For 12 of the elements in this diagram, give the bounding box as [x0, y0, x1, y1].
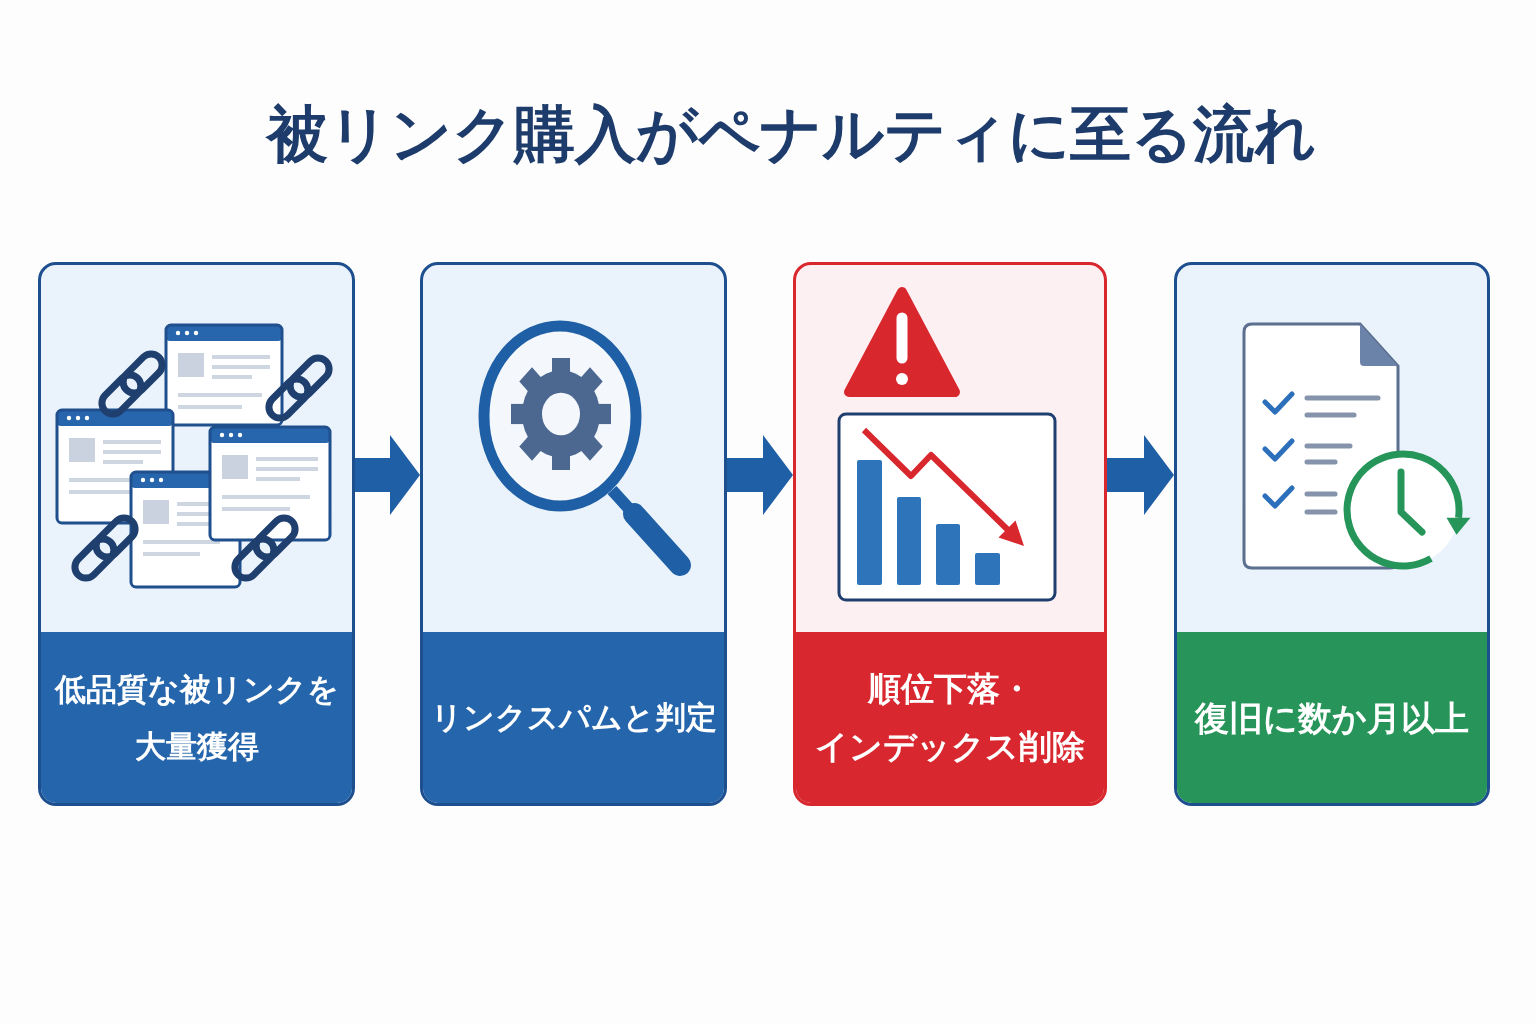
step-card	[38, 262, 355, 806]
arrow	[1107, 435, 1174, 515]
caption-band: リンクスパムと判定	[423, 632, 724, 803]
title: 被リンク購入がペナルティに至る流れ	[264, 97, 1317, 171]
arrow	[727, 435, 793, 515]
caption-band: 順位下落・インデックス削除	[796, 632, 1104, 803]
caption-band: 復旧に数か月以上	[1177, 632, 1487, 803]
step-card	[1174, 262, 1490, 806]
caption-band: 低品質な被リンクを大量獲得	[41, 632, 352, 803]
step-card	[420, 262, 727, 806]
arrow	[355, 435, 420, 515]
step-card	[793, 262, 1107, 806]
